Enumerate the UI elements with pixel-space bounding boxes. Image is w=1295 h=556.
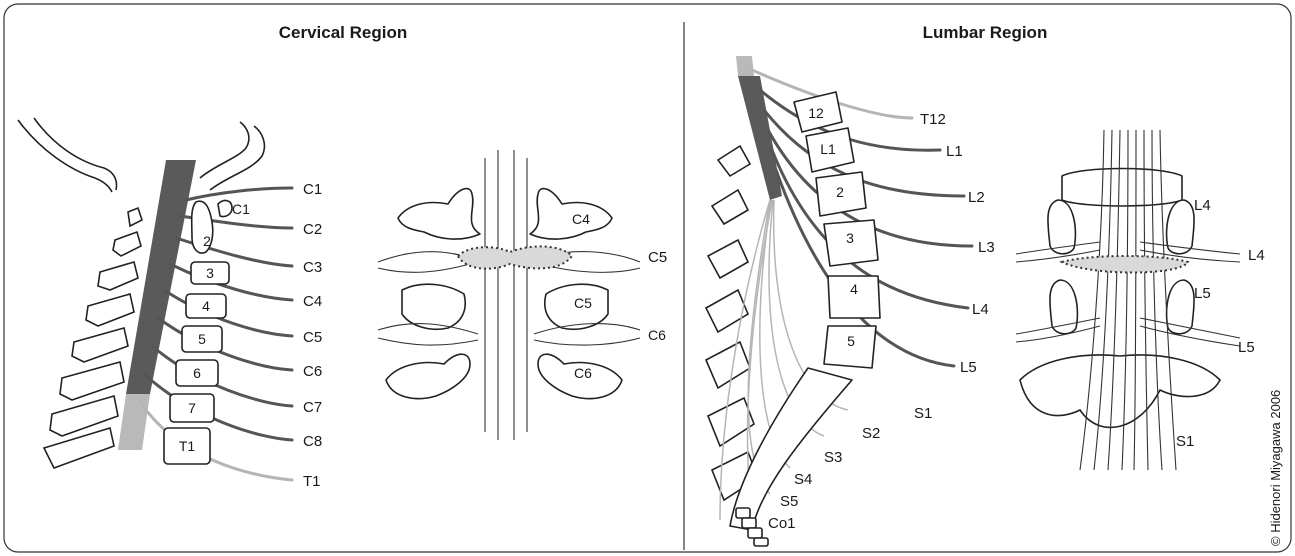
- nerve-label: T12: [920, 111, 946, 128]
- lumbar-vertebrae: [794, 92, 880, 368]
- vertebra-label: T1: [179, 438, 196, 454]
- detail-label: L4: [1248, 247, 1265, 264]
- vertebra-label: 2: [836, 184, 844, 200]
- copyright-credit: © Hidenori Miyagawa 2006: [1268, 390, 1283, 546]
- detail-label: L5: [1194, 285, 1211, 302]
- vertebra-label: 2: [203, 233, 211, 249]
- lumbar-cord-upper: [736, 56, 754, 76]
- nerve-label: C5: [303, 329, 322, 346]
- nerve-label: Co1: [768, 515, 796, 532]
- detail-label: L4: [1194, 197, 1211, 214]
- nerve-label: C1: [303, 181, 322, 198]
- vertebra-label: 5: [847, 333, 855, 349]
- nerve-label: C2: [303, 221, 322, 238]
- vertebra-label: 4: [850, 281, 858, 297]
- vertebra-label: 7: [188, 400, 196, 416]
- nerve-label: S4: [794, 471, 812, 488]
- nerve-label: C7: [303, 399, 322, 416]
- cervical-nerve-labels: C1 C2 C3 C4 C5 C6 C7 C8 T1: [303, 181, 322, 490]
- cervical-title: Cervical Region: [279, 23, 408, 42]
- detail-label: C4: [572, 211, 590, 227]
- nerve-label: S2: [862, 425, 880, 442]
- detail-label: C6: [574, 365, 592, 381]
- nerve-label: C3: [303, 259, 322, 276]
- vertebra-label: L1: [820, 141, 836, 157]
- vertebra-label: C1: [232, 201, 250, 217]
- vertebra-label: 4: [202, 298, 210, 314]
- nerve-label: L1: [946, 143, 963, 160]
- lumbar-spinal-cord: [738, 76, 782, 200]
- nerve-label: S3: [824, 449, 842, 466]
- cervical-cord-lower: [118, 394, 150, 450]
- nerve-label: L5: [960, 359, 977, 376]
- cervical-spinal-cord: [126, 160, 196, 394]
- cervical-vertebra-c1: [218, 201, 232, 217]
- cervical-panel: Cervical Region: [18, 23, 667, 490]
- lumbar-spine-outlines: [706, 146, 758, 500]
- lumbar-title: Lumbar Region: [923, 23, 1048, 42]
- nerve-label: C6: [303, 363, 322, 380]
- nerve-label: C8: [303, 433, 322, 450]
- lumbar-detail-view: L4 L4 L5 L5 S1: [1016, 130, 1265, 470]
- cervical-detail-view: C4 C5 C6 C5 C6: [378, 150, 667, 440]
- vertebra-label: 3: [206, 265, 214, 281]
- nerve-label: L3: [978, 239, 995, 256]
- detail-label: C5: [648, 249, 667, 266]
- detail-label: L5: [1238, 339, 1255, 356]
- nerve-label: S1: [914, 405, 932, 422]
- nerve-label: L4: [972, 301, 989, 318]
- lumbar-panel: Lumbar Region: [706, 23, 1283, 546]
- detail-label: S1: [1176, 433, 1194, 450]
- nerve-label: S5: [780, 493, 798, 510]
- nerve-label: C4: [303, 293, 322, 310]
- vertebra-label: 6: [193, 365, 201, 381]
- nerve-label: T1: [303, 473, 321, 490]
- cervical-skull-outline: [18, 118, 264, 192]
- vertebra-label: 5: [198, 331, 206, 347]
- lumbar-nerve-labels: T12 L1 L2 L3 L4 L5 S1 S2 S3 S4 S5 Co1: [768, 111, 995, 532]
- detail-label: C6: [648, 327, 666, 343]
- nerve-label: L2: [968, 189, 985, 206]
- vertebra-label: 3: [846, 230, 854, 246]
- detail-label: C5: [574, 295, 592, 311]
- vertebra-label: 12: [808, 105, 824, 121]
